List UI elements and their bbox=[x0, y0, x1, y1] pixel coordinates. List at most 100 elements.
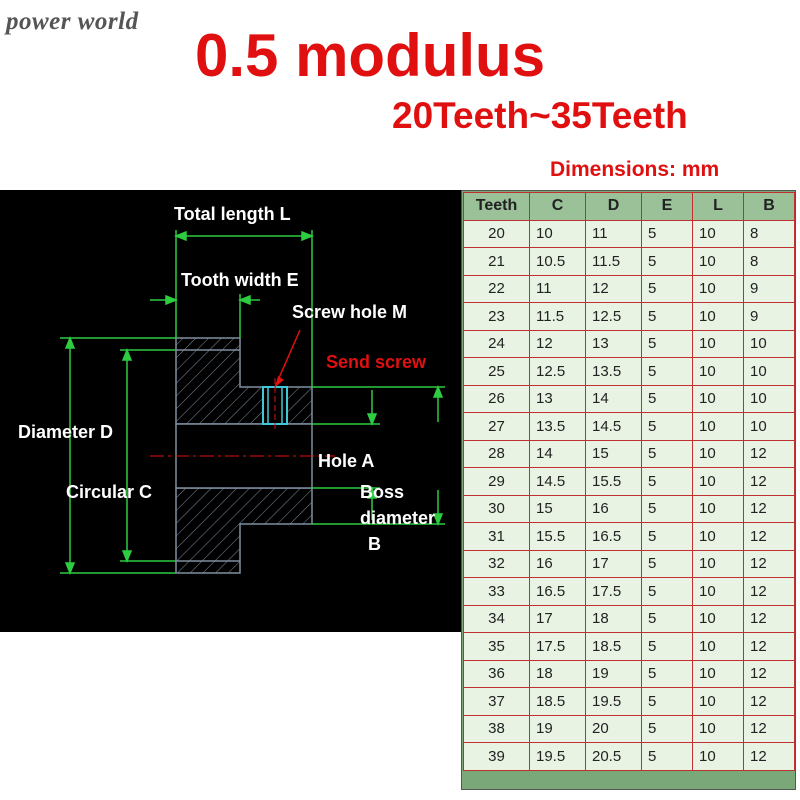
table-cell: 5 bbox=[641, 329, 693, 358]
table-cell: 18 bbox=[529, 659, 586, 688]
label-circular: Circular C bbox=[66, 482, 152, 502]
table-cell: 9 bbox=[743, 274, 795, 303]
table-cell: 34 bbox=[463, 604, 530, 633]
table-cell: 5 bbox=[641, 494, 693, 523]
table-cell: 10 bbox=[692, 714, 744, 743]
label-total-length: Total length L bbox=[174, 204, 291, 224]
table-cell: 19 bbox=[529, 714, 586, 743]
header-d: D bbox=[585, 192, 642, 221]
label-send-screw: Send screw bbox=[326, 352, 427, 372]
table-cell: 12 bbox=[585, 274, 642, 303]
table-cell: 12 bbox=[743, 742, 795, 771]
table-cell: 10 bbox=[692, 659, 744, 688]
table-cell: 31 bbox=[463, 522, 530, 551]
table-cell: 10 bbox=[692, 302, 744, 331]
table-cell: 18 bbox=[585, 604, 642, 633]
table-cell: 24 bbox=[463, 329, 530, 358]
table-cell: 12 bbox=[743, 549, 795, 578]
table-cell: 15 bbox=[529, 494, 586, 523]
table-cell: 10 bbox=[692, 494, 744, 523]
table-cell: 17 bbox=[585, 549, 642, 578]
table-cell: 10 bbox=[692, 329, 744, 358]
table-cell: 5 bbox=[641, 549, 693, 578]
table-cell: 12.5 bbox=[529, 357, 586, 386]
table-cell: 5 bbox=[641, 714, 693, 743]
table-cell: 16 bbox=[585, 494, 642, 523]
table-cell: 16 bbox=[529, 549, 586, 578]
table-cell: 5 bbox=[641, 219, 693, 248]
table-cell: 5 bbox=[641, 467, 693, 496]
table-cell: 5 bbox=[641, 274, 693, 303]
table-cell: 26 bbox=[463, 384, 530, 413]
table-cell: 14.5 bbox=[585, 412, 642, 441]
table-cell: 13 bbox=[529, 384, 586, 413]
table-cell: 32 bbox=[463, 549, 530, 578]
page-title: 0.5 modulus bbox=[195, 22, 546, 89]
table-cell: 21 bbox=[463, 247, 530, 276]
table-cell: 8 bbox=[743, 219, 795, 248]
table-cell: 38 bbox=[463, 714, 530, 743]
table-cell: 17.5 bbox=[529, 632, 586, 661]
table-cell: 5 bbox=[641, 384, 693, 413]
table-cell: 18.5 bbox=[529, 687, 586, 716]
screw-hole bbox=[262, 378, 288, 432]
table-cell: 23 bbox=[463, 302, 530, 331]
table-cell: 16.5 bbox=[529, 577, 586, 606]
table-cell: 39 bbox=[463, 742, 530, 771]
table-cell: 17 bbox=[529, 604, 586, 633]
table-cell: 12 bbox=[743, 577, 795, 606]
table-cell: 19.5 bbox=[529, 742, 586, 771]
gear-drawing: Total length L Tooth width E Screw hole … bbox=[0, 190, 462, 632]
table-cell: 18.5 bbox=[585, 632, 642, 661]
table-cell: 17.5 bbox=[585, 577, 642, 606]
table-cell: 11.5 bbox=[529, 302, 586, 331]
table-cell: 13.5 bbox=[585, 357, 642, 386]
table-header-row: Teeth C D E L B bbox=[463, 192, 795, 221]
table-cell: 10 bbox=[692, 219, 744, 248]
table-cell: 10 bbox=[692, 439, 744, 468]
header-c: C bbox=[529, 192, 586, 221]
table-cell: 14.5 bbox=[529, 467, 586, 496]
table-cell: 12 bbox=[743, 659, 795, 688]
table-cell: 30 bbox=[463, 494, 530, 523]
table-cell: 20 bbox=[463, 219, 530, 248]
table-cell: 13 bbox=[585, 329, 642, 358]
label-screw-hole: Screw hole M bbox=[292, 302, 407, 322]
table-cell: 19.5 bbox=[585, 687, 642, 716]
table-cell: 10 bbox=[692, 522, 744, 551]
header-l: L bbox=[692, 192, 744, 221]
table-cell: 35 bbox=[463, 632, 530, 661]
table-cell: 10 bbox=[529, 219, 586, 248]
label-boss-2: diameter bbox=[360, 508, 435, 528]
table-cell: 5 bbox=[641, 357, 693, 386]
gear-cross-section: Total length L Tooth width E Screw hole … bbox=[18, 204, 445, 576]
table-cell: 8 bbox=[743, 247, 795, 276]
table-cell: 12 bbox=[743, 632, 795, 661]
table-cell: 10 bbox=[692, 632, 744, 661]
table-cell: 5 bbox=[641, 577, 693, 606]
table-cell: 22 bbox=[463, 274, 530, 303]
table-cell: 5 bbox=[641, 302, 693, 331]
table-cell: 10 bbox=[743, 329, 795, 358]
label-boss-3: B bbox=[368, 534, 381, 554]
table-cell: 10 bbox=[692, 549, 744, 578]
table-cell: 5 bbox=[641, 632, 693, 661]
table-cell: 10 bbox=[692, 467, 744, 496]
